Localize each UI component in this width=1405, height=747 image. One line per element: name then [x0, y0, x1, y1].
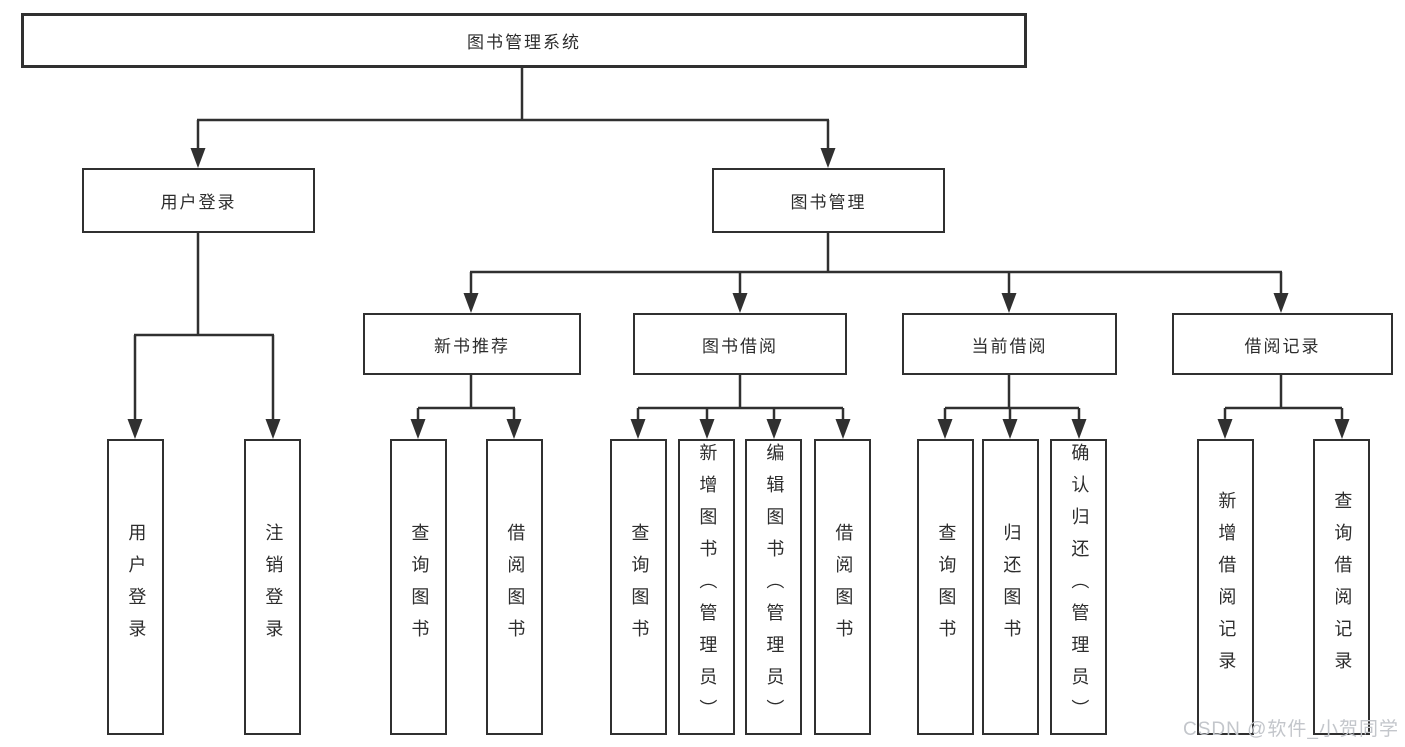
leaf-confirm-return-admin: 确认归还（管理员） [1050, 439, 1107, 735]
leaf-edit-books-admin: 编辑图书（管理员） [745, 439, 802, 735]
leaf-label: 注销登录 [263, 523, 284, 651]
leaf-label: 归还图书 [1001, 523, 1022, 651]
leaf-label: 查询图书 [936, 523, 957, 651]
leaf-user-login: 用户登录 [107, 439, 164, 735]
leaf-add-books-admin: 新增图书（管理员） [678, 439, 735, 735]
leaf-label: 借阅图书 [505, 523, 526, 651]
leaf-add-borrow-record: 新增借阅记录 [1197, 439, 1254, 735]
node-book-borrow: 图书借阅 [633, 313, 847, 375]
leaf-query-books-current: 查询图书 [917, 439, 974, 735]
leaf-query-books-borrow: 查询图书 [610, 439, 667, 735]
node-library-system: 图书管理系统 [21, 13, 1027, 68]
node-new-book-recommend: 新书推荐 [363, 313, 581, 375]
edges-new-book-recommend [410, 375, 522, 439]
node-book-management: 图书管理 [712, 168, 945, 233]
leaf-label: 新增借阅记录 [1216, 491, 1237, 683]
edges-book-borrow [630, 375, 851, 439]
edges-borrow-records [1217, 375, 1350, 439]
leaf-label: 查询图书 [629, 523, 650, 651]
leaf-return-books: 归还图书 [982, 439, 1039, 735]
leaf-label: 新增图书（管理员） [697, 443, 718, 731]
node-current-borrow: 当前借阅 [902, 313, 1117, 375]
csdn-watermark: CSDN @软件_小贺同学 [1183, 719, 1399, 740]
edges-current-borrow [937, 375, 1087, 439]
leaf-borrow-books: 借阅图书 [814, 439, 871, 735]
leaf-label: 用户登录 [126, 523, 147, 651]
edges-book-mgmt-to-level3 [463, 233, 1289, 313]
leaf-label: 借阅图书 [833, 523, 854, 651]
leaf-label: 确认归还（管理员） [1069, 443, 1090, 731]
leaf-query-borrow-record: 查询借阅记录 [1313, 439, 1370, 735]
leaf-query-books-recommend: 查询图书 [390, 439, 447, 735]
leaf-borrow-books-recommend: 借阅图书 [486, 439, 543, 735]
leaf-label: 查询图书 [409, 523, 430, 651]
leaf-logout: 注销登录 [244, 439, 301, 735]
leaf-label: 查询借阅记录 [1332, 491, 1353, 683]
edges-user-login-to-leaves [127, 233, 281, 439]
node-borrow-records: 借阅记录 [1172, 313, 1393, 375]
leaf-label: 编辑图书（管理员） [764, 443, 785, 731]
edges-root-to-level2 [190, 67, 836, 168]
node-user-login: 用户登录 [82, 168, 315, 233]
